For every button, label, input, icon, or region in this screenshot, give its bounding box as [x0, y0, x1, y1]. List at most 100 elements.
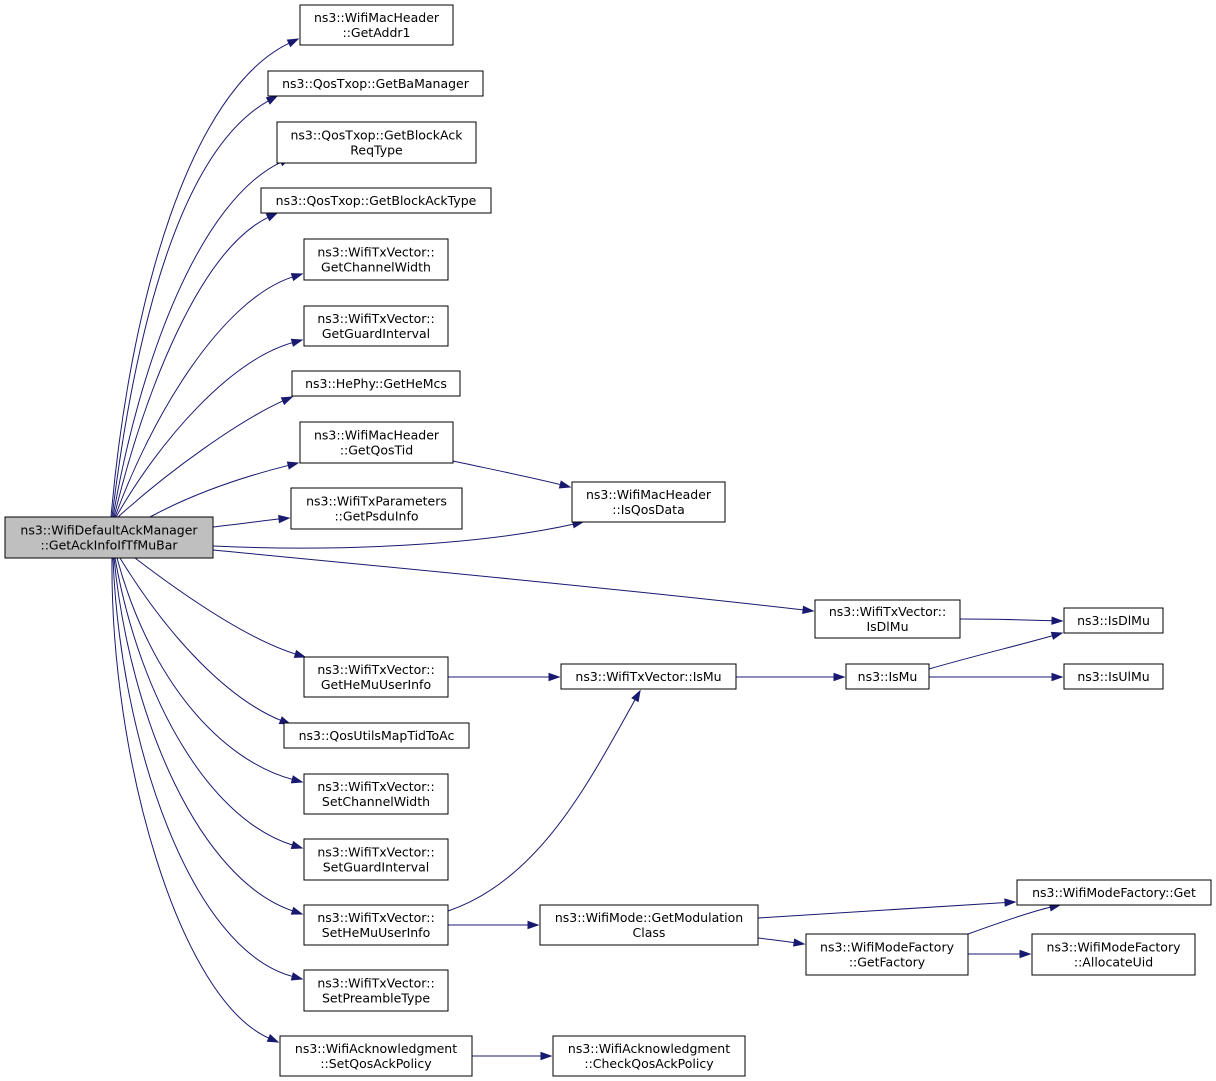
node-getchannelwidth[interactable]: ns3::WifiTxVector::GetChannelWidth	[303, 238, 449, 281]
node-label-line: ::SetQosAckPolicy	[320, 1056, 432, 1071]
node-getbatype[interactable]: ns3::QosTxop::GetBlockAckType	[260, 187, 492, 214]
node-label-line: GetGuardInterval	[322, 326, 430, 341]
node-box	[283, 722, 470, 749]
node-label-line: ns3::WifiDefaultAckManager	[20, 523, 198, 538]
node-box	[571, 481, 726, 523]
edge-line	[113, 216, 270, 518]
edge-line	[212, 523, 575, 549]
node-label-line: ns3::WifiTxVector::	[829, 604, 946, 619]
edge-line	[119, 557, 282, 722]
node-getaddr1[interactable]: ns3::WifiMacHeader::GetAddr1	[299, 4, 454, 46]
node-label-line: ::CheckQosAckPolicy	[584, 1056, 714, 1071]
node-box	[1031, 933, 1196, 976]
edge-line	[757, 937, 796, 944]
node-box	[1063, 607, 1164, 634]
node-label-line: ns3::WifiTxVector::	[317, 910, 434, 925]
node-isdlmu[interactable]: ns3::IsDlMu	[1063, 607, 1164, 634]
arrowhead-icon	[802, 605, 815, 614]
node-label-line: ns3::QosTxop::GetBlockAck	[291, 128, 464, 143]
node-label-line: ns3::WifiModeFactory::Get	[1032, 885, 1196, 900]
arrowhead-icon	[280, 396, 294, 406]
node-label-line: ns3::WifiTxVector::	[317, 311, 434, 326]
node-label-line: SetHeMuUserInfo	[322, 925, 430, 940]
node-modfactoryget[interactable]: ns3::WifiModeFactory::Get	[1016, 879, 1212, 906]
edge-root-to-getpsduinfo	[212, 514, 291, 528]
node-gethemuuserinfo[interactable]: ns3::WifiTxVector::GetHeMuUserInfo	[303, 656, 449, 698]
node-label-line: GetChannelWidth	[321, 260, 431, 275]
edge-root-to-setpreambletype	[112, 557, 304, 981]
edge-getfactory-to-modfactoryget	[967, 903, 1062, 935]
edge-root-to-getguardinterval	[115, 338, 304, 518]
node-checkqosackpolicy[interactable]: ns3::WifiAcknowledgment::CheckQosAckPoli…	[552, 1035, 746, 1077]
edge-line	[113, 557, 294, 912]
node-box	[276, 121, 477, 164]
node-box	[1016, 879, 1212, 906]
node-label-line: ns3::WifiAcknowledgment	[568, 1041, 730, 1056]
edge-root-to-qosmaptid	[119, 557, 292, 725]
node-setguardinterval[interactable]: ns3::WifiTxVector::SetGuardInterval	[303, 838, 449, 881]
edge-line	[134, 557, 297, 655]
edge-sethemuuserinfo-to-vec_ismu	[447, 689, 641, 912]
node-ismu[interactable]: ns3::IsMu	[845, 663, 930, 690]
node-label-line: ns3::WifiTxVector::IsMu	[575, 669, 721, 684]
node-isqosdata[interactable]: ns3::WifiMacHeader::IsQosData	[571, 481, 726, 523]
node-gethemcs[interactable]: ns3::HePhy::GetHeMcs	[291, 370, 461, 397]
arrowhead-icon	[631, 689, 641, 703]
node-box	[303, 838, 449, 881]
node-allocateuid[interactable]: ns3::WifiModeFactory::AllocateUid	[1031, 933, 1196, 976]
node-getbamanager[interactable]: ns3::QosTxop::GetBaManager	[267, 70, 484, 97]
node-setpreambletype[interactable]: ns3::WifiTxVector::SetPreambleType	[303, 969, 449, 1012]
arrowhead-icon	[278, 514, 291, 524]
edge-sethemuuserinfo-to-getmodclass	[447, 920, 540, 930]
call-nodes: ns3::WifiDefaultAckManager::GetAckInfoIf…	[4, 4, 1212, 1077]
node-qosmaptid[interactable]: ns3::QosUtilsMapTidToAc	[283, 722, 470, 749]
edge-line	[447, 698, 637, 912]
node-box	[303, 656, 449, 698]
arrowhead-icon	[793, 938, 806, 947]
node-isulmu[interactable]: ns3::IsUlMu	[1063, 663, 1164, 690]
node-label-line: ns3::WifiMacHeader	[586, 487, 712, 502]
node-setchannelwidth[interactable]: ns3::WifiTxVector::SetChannelWidth	[303, 773, 449, 815]
arrowhead-icon	[290, 273, 304, 282]
node-box	[279, 1035, 473, 1077]
node-label-line: ::GetPsduInfo	[334, 509, 418, 524]
edge-getqostid-to-isqosdata	[452, 460, 572, 489]
edge-line	[212, 518, 281, 528]
node-getqostid[interactable]: ns3::WifiMacHeader::GetQosTid	[299, 421, 454, 464]
node-box	[291, 370, 461, 397]
node-label-line: SetChannelWidth	[322, 794, 430, 809]
node-label-line: ns3::WifiTxVector::	[317, 976, 434, 991]
node-label-line: ns3::WifiModeFactory	[820, 940, 955, 955]
node-box	[267, 70, 484, 97]
node-label-line: ns3::WifiTxVector::	[317, 779, 434, 794]
node-getpsduinfo[interactable]: ns3::WifiTxParameters::GetPsduInfo	[290, 487, 463, 530]
node-getguardinterval[interactable]: ns3::WifiTxVector::GetGuardInterval	[303, 305, 449, 347]
edge-line	[114, 276, 294, 518]
node-sethemuuserinfo[interactable]: ns3::WifiTxVector::SetHeMuUserInfo	[303, 904, 449, 946]
node-root: ns3::WifiDefaultAckManager::GetAckInfoIf…	[4, 516, 214, 559]
arrowhead-icon	[293, 649, 307, 658]
arrowhead-icon	[1050, 631, 1064, 640]
arrowhead-icon	[1019, 949, 1032, 959]
edge-root-to-gethemuuserinfo	[134, 557, 307, 658]
edge-root-to-vec_isdlmu	[212, 549, 815, 614]
node-box	[303, 904, 449, 946]
arrowhead-icon	[290, 840, 304, 849]
node-box	[303, 969, 449, 1012]
node-box	[552, 1035, 746, 1077]
node-setqosackpolicy[interactable]: ns3::WifiAcknowledgment::SetQosAckPolicy	[279, 1035, 473, 1077]
node-label-line: ns3::IsMu	[858, 669, 918, 684]
node-box	[560, 663, 737, 690]
node-label-line: ns3::WifiMacHeader	[314, 10, 440, 25]
node-getfactory[interactable]: ns3::WifiModeFactory::GetFactory	[805, 933, 969, 976]
edge-line	[757, 902, 1007, 919]
edge-line	[959, 618, 1054, 622]
edge-getmodclass-to-getfactory	[757, 937, 806, 947]
edge-getfactory-to-allocateuid	[968, 949, 1032, 959]
edge-root-to-gethemcs	[117, 396, 294, 518]
node-vec_isdlmu[interactable]: ns3::WifiTxVector::IsDlMu	[814, 599, 961, 639]
node-vec_ismu[interactable]: ns3::WifiTxVector::IsMu	[560, 663, 737, 690]
arrowhead-icon	[266, 1033, 280, 1043]
